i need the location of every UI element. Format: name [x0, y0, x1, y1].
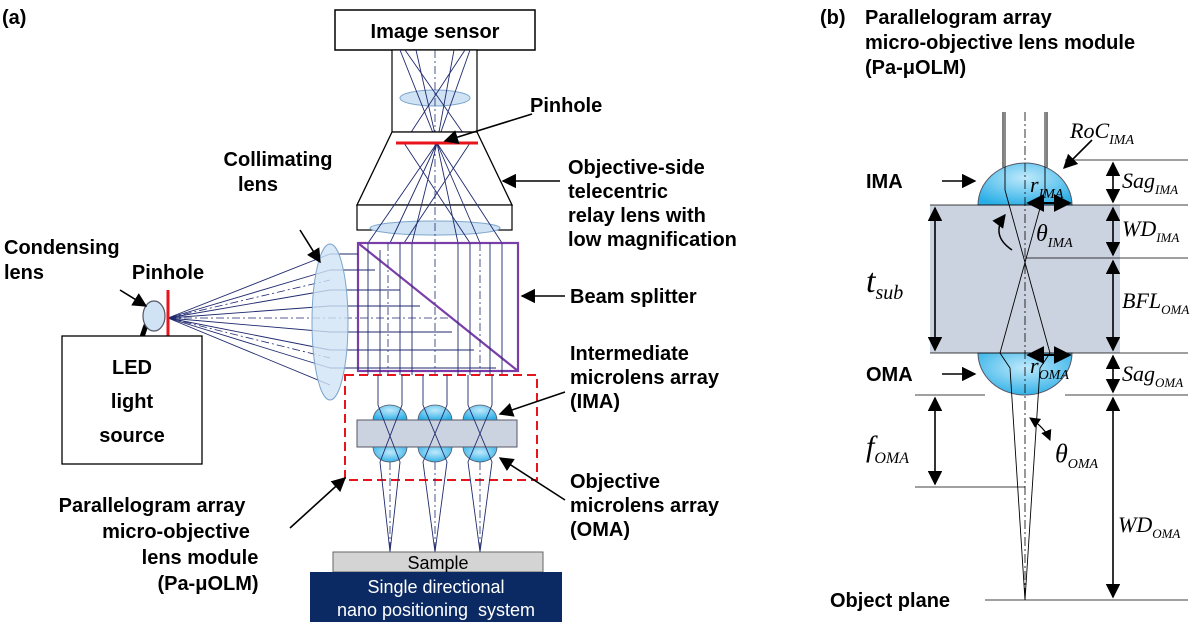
splitter-axes — [387, 243, 481, 375]
illumination-rays — [167, 253, 496, 386]
pinhole-top-arrow — [443, 113, 533, 145]
image-sensor-box — [334, 9, 536, 51]
b-r-ima-label: rIMA — [1030, 172, 1064, 202]
collimating-arrow — [299, 229, 321, 264]
module-axes — [389, 462, 481, 552]
module-label-2: micro-objective — [102, 521, 250, 543]
relay-rays — [367, 142, 503, 244]
condensing-label-2: lens — [4, 262, 44, 284]
relay-label-1: Objective-side — [568, 157, 705, 179]
b-sag-ima-label: SagIMA — [1122, 168, 1178, 197]
relay-label-4: low magnification — [568, 229, 737, 251]
led-label-3: source — [99, 425, 165, 447]
b-object-plane-label: Object plane — [830, 590, 950, 612]
stage-label-1: Single directional — [367, 577, 504, 597]
b-r-oma-label: rOMA — [1030, 353, 1069, 383]
panel-b-title-1: Parallelogram array — [865, 7, 1053, 29]
illumination-axes — [167, 279, 448, 359]
beam-splitter-label: Beam splitter — [570, 286, 697, 308]
module-dashed-box — [344, 374, 538, 481]
module-rays — [377, 375, 493, 553]
condensing-arrow — [119, 289, 148, 307]
pinhole-top-label: Pinhole — [530, 95, 602, 117]
panel-a-tag: (a) — [2, 7, 26, 29]
b-dimensions — [927, 161, 1121, 599]
oma-label-2: microlens array — [570, 495, 720, 517]
ima-label-2: microlens array — [570, 367, 720, 389]
panel-b-title-3: (Pa-μOLM) — [865, 57, 966, 79]
led-label-2: light — [111, 391, 154, 413]
module-label-3: lens module — [142, 547, 259, 569]
relay-label-3: relay lens with — [568, 205, 706, 227]
b-tsub-label: tsub — [866, 263, 903, 304]
sample-label: Sample — [407, 553, 468, 573]
led-label-1: LED — [112, 357, 152, 379]
ima-arrow — [498, 391, 566, 417]
module-label-1: Parallelogram array — [59, 495, 247, 517]
b-theta-ima-arc — [992, 213, 1013, 251]
module-arrow — [289, 477, 347, 529]
module-substrate — [356, 419, 518, 448]
oma-label-1: Objective — [570, 471, 660, 493]
positioning-stage — [310, 572, 562, 622]
condensing-label-1: Condensing — [4, 237, 120, 259]
splitter-vertical-rays — [367, 243, 503, 375]
pinhole-left-label: Pinhole — [132, 262, 204, 284]
b-roc-arrow — [1062, 139, 1093, 170]
b-wd-oma-label: WDOMA — [1118, 512, 1180, 541]
collimating-label-2: lens — [238, 174, 278, 196]
collimating-lens — [311, 243, 349, 401]
ima-label-1: Intermediate — [570, 343, 689, 365]
b-foma-label: fOMA — [866, 430, 909, 467]
b-theta-ima-label: θIMA — [1036, 221, 1073, 251]
module-label-4: (Pa-μOLM) — [157, 573, 258, 595]
oma-arrow — [498, 457, 566, 501]
b-roc-label: RoCIMA — [1069, 118, 1134, 148]
collimating-label-1: Collimating — [224, 149, 333, 171]
ima-label-3: (IMA) — [570, 391, 620, 413]
beam-splitter-diagonal — [357, 242, 519, 372]
b-theta-oma-label: θOMA — [1055, 439, 1099, 472]
image-sensor-label: Image sensor — [371, 21, 500, 43]
panel-b-title-2: micro-objective lens module — [865, 32, 1135, 54]
led-box — [61, 335, 203, 465]
b-theta-oma-arc — [1029, 417, 1052, 441]
b-oma-label: OMA — [866, 364, 913, 386]
b-sag-oma-label: SagOMA — [1122, 361, 1183, 390]
condensing-lens — [142, 300, 166, 332]
b-wd-ima-label: WDIMA — [1122, 216, 1179, 245]
stage-label-2: nano positioning system — [337, 600, 535, 620]
panel-b-tag: (b) — [820, 7, 846, 29]
oma-label-3: (OMA) — [570, 519, 630, 541]
tube-rays — [399, 49, 471, 144]
relay-label-2: telecentric — [568, 181, 668, 203]
b-bfl-oma-label: BFLOMA — [1122, 288, 1189, 317]
b-ima-label: IMA — [866, 171, 903, 193]
